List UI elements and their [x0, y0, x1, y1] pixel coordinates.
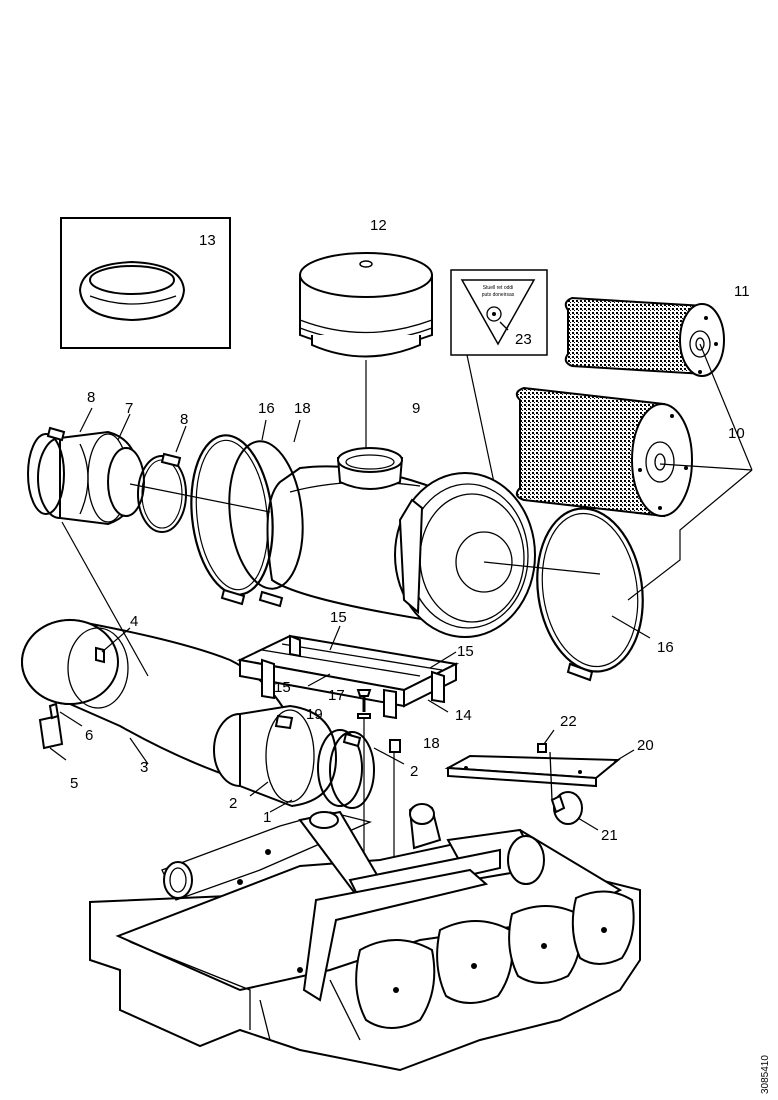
callout-18-top: 18: [294, 400, 311, 417]
callout-16-right: 16: [657, 639, 674, 656]
callout-labels: 1 2 2 3 4 5 6 7 8 8 9 10 11 12 13 14 15 …: [70, 217, 750, 844]
sensor-5-6: [38, 702, 83, 761]
cover-12: [299, 252, 433, 456]
filter-element-10: [515, 386, 753, 601]
callout-15-right: 15: [457, 643, 474, 660]
callout-6: 6: [85, 727, 93, 744]
drawing-number: 3085410: [760, 1055, 771, 1094]
callout-11: 11: [734, 283, 750, 300]
filter-housing-9: [266, 447, 601, 638]
callout-2-right: 2: [410, 763, 418, 780]
callout-20: 20: [637, 737, 654, 754]
detail-box-cap: [60, 217, 231, 349]
filter-element-11: [564, 296, 753, 471]
callout-3: 3: [140, 759, 148, 776]
callout-12: 12: [370, 217, 387, 234]
callout-8-right: 8: [180, 411, 188, 428]
bracket-14-15: [236, 625, 460, 720]
hose-7: [37, 413, 145, 526]
bolts-17-18-19: [356, 689, 401, 860]
callout-14: 14: [455, 707, 472, 724]
clamp-8-right: [137, 425, 187, 533]
callout-22: 22: [560, 713, 577, 730]
callout-1: 1: [263, 809, 271, 826]
engine-block: [89, 803, 641, 1072]
callout-18-bottom: 18: [423, 735, 440, 752]
clamp-8-left: [27, 407, 93, 515]
callout-9: 9: [412, 400, 420, 417]
decal-line-2: puts doneirsas: [482, 292, 515, 298]
callout-19: 19: [306, 706, 323, 723]
callout-15-left: 15: [274, 679, 291, 696]
callout-13: 13: [199, 232, 216, 249]
warning-decal-23: Stuell ret oddi puts doneirsas: [450, 269, 548, 493]
callout-2-left: 2: [229, 795, 237, 812]
callout-7: 7: [125, 400, 133, 417]
nut-22: [537, 729, 555, 801]
decal-line-1: Stuell ret oddi: [483, 285, 514, 291]
bracket-20: [444, 749, 635, 788]
sealing-ring-16-right: [536, 507, 651, 682]
callout-10: 10: [728, 425, 745, 442]
clamp-16-18-left: [190, 419, 304, 608]
callout-21: 21: [601, 827, 618, 844]
callout-16-left: 16: [258, 400, 275, 417]
callout-23: 23: [515, 331, 532, 348]
cap-part: [78, 260, 186, 322]
callout-4: 4: [130, 613, 138, 630]
clamp-21: [550, 791, 599, 831]
callout-5: 5: [70, 775, 78, 792]
connecting-hose-2: [213, 704, 405, 813]
callout-17: 17: [328, 687, 345, 704]
callout-8-left: 8: [87, 389, 95, 406]
callout-15-top: 15: [330, 609, 347, 626]
